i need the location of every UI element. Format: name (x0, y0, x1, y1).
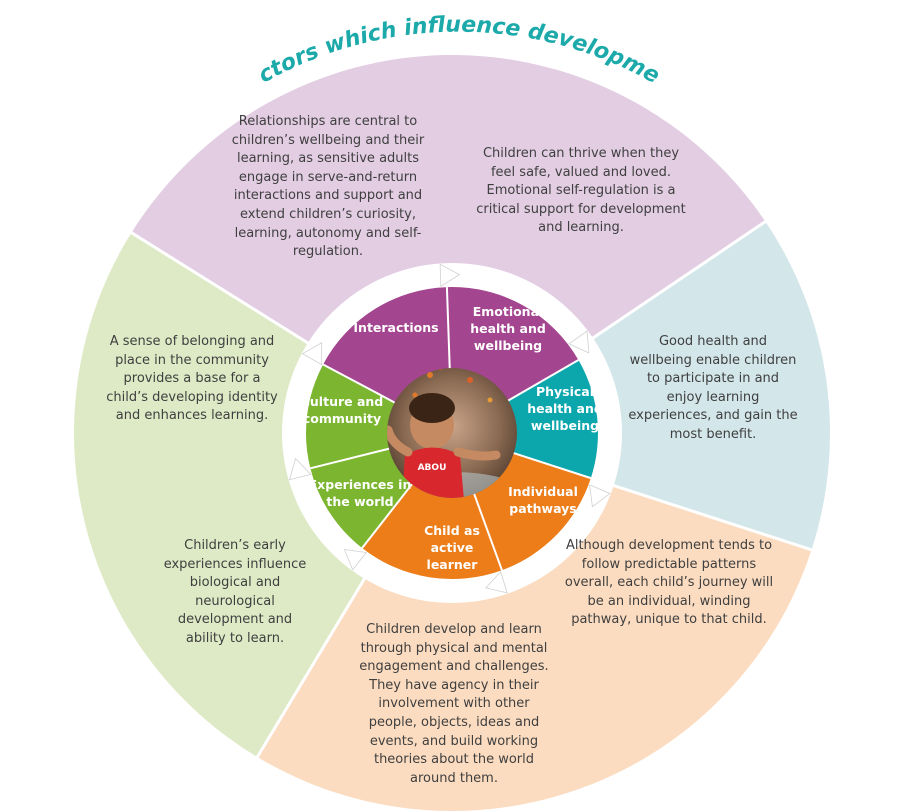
diagram-title: Factors which influence development (0, 0, 664, 89)
segment-label-emotional: Emotional health and wellbeing (470, 304, 546, 353)
segment-label-culture: Culture and community (300, 394, 384, 426)
segment-label-child-active: Child as active learner (424, 523, 480, 572)
segment-label-individual: Individual pathways (508, 484, 578, 516)
ring-arrows (288, 263, 611, 594)
inner-gap-3 (512, 451, 592, 480)
ring-arrow-6 (301, 342, 323, 366)
diagram-title-text: Factors which influence development (0, 0, 664, 89)
ring-arrow-1 (568, 330, 590, 354)
ring-arrow-3 (484, 571, 508, 594)
ring-arrow-0 (439, 263, 461, 288)
segment-culture (306, 364, 396, 469)
emotional-description: Children can thrive when they feel safe,… (476, 146, 686, 236)
inner-gap-4 (506, 359, 579, 402)
ring-arrow-4 (343, 549, 367, 571)
shirt-text: ABOU (418, 463, 447, 473)
inner-gap-2 (310, 447, 391, 470)
experiences-description: Children’s early experiences influence b… (163, 538, 307, 646)
active-learner-description: Children develop and learn through physi… (359, 622, 549, 786)
segment-physical (507, 360, 598, 479)
child-photo: ABOU (387, 368, 517, 498)
inner-gap-6 (361, 482, 414, 549)
physical-description: Good health and wellbeing enable childre… (628, 334, 798, 442)
inner-gap-5 (322, 363, 396, 404)
outer-sector-relationships (131, 54, 766, 434)
segment-label-interactions: Interactions (353, 320, 439, 335)
segment-emotional (446, 287, 579, 401)
outer-sector-culture (74, 232, 452, 758)
ring-arrow-5 (288, 457, 312, 481)
segment-individual (473, 452, 591, 571)
relationships-description: Relationships are central to children’s … (231, 114, 425, 260)
inner-gap-1 (472, 492, 503, 571)
segment-label-physical: Physical health and wellbeing (527, 384, 603, 433)
segment-label-experiences: Experiences in the world (308, 477, 412, 509)
inner-gap-0 (445, 287, 451, 370)
individual-description: Although development tends to follow pre… (564, 538, 774, 628)
outer-sector-health (452, 221, 830, 550)
culture-description: A sense of belonging and place in the co… (106, 334, 278, 424)
segment-interactions (323, 287, 450, 403)
ring-arrow-2 (589, 484, 611, 508)
segment-experiences (310, 448, 413, 549)
segment-child-active (362, 483, 502, 580)
